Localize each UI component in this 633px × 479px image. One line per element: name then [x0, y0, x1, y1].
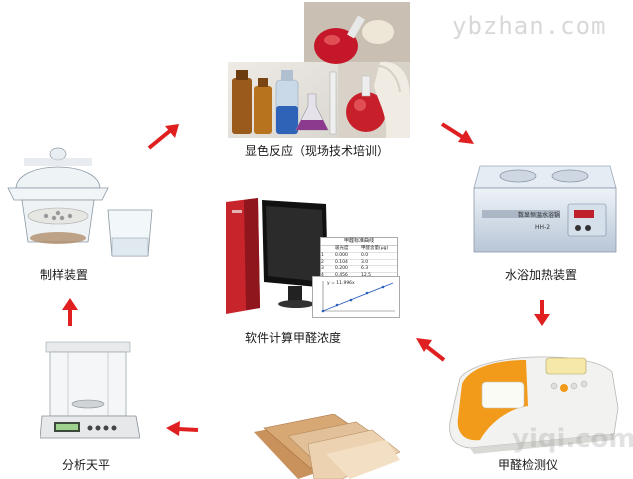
water-bath-image: [470, 160, 620, 260]
table-cell: 2: [321, 259, 324, 265]
sample-prep-image: [2, 138, 162, 258]
chromogenic-reaction-image: [228, 2, 410, 138]
table-header-cell: [321, 246, 335, 252]
table-cell: 0.104: [335, 259, 348, 265]
table-cell: 6.3: [361, 266, 369, 271]
formaldehyde-meter-image: [440, 348, 625, 458]
software-label: 软件计算甲醛浓度: [245, 331, 342, 345]
table-row: 1 0.000 0.0: [321, 252, 397, 259]
arrow-left-icon: [166, 421, 199, 436]
water-bath-model-text: HH-2: [535, 224, 551, 231]
balance-label: 分析天平: [62, 458, 111, 472]
table-cell: 1: [321, 253, 324, 258]
arrow-down-right-icon: [440, 122, 474, 144]
software-chart-equation: y = 11.996x: [327, 281, 355, 286]
arrow-down-icon: [534, 300, 550, 326]
table-header-cell: 吸光度: [335, 246, 349, 251]
sample-prep-label: 制样装置: [40, 268, 89, 282]
table-cell: 3: [321, 266, 324, 271]
table-row: 4 0.456 12.5: [321, 271, 397, 279]
table-cell: 4: [321, 272, 324, 278]
software-computer-image: [214, 190, 404, 320]
table-cell: 12.5: [361, 272, 372, 278]
software-table-header: 吸光度 甲醛含量(μg): [321, 245, 397, 252]
analytical-balance-image: [40, 338, 140, 448]
chromogenic-reaction-label: 显色反应（现场技术培训）: [245, 144, 390, 158]
table-cell: 0.000: [335, 253, 348, 258]
table-cell: 0.200: [335, 266, 348, 271]
watermark-ybzhan: ybzhan.com: [452, 12, 607, 40]
wood-board-samples-image: [254, 414, 400, 479]
watermark-yiqi: yiqi.com: [512, 424, 633, 454]
table-header-cell: 甲醛含量(μg): [361, 246, 389, 251]
water-bath-panel-text: 数显恒温水浴锅: [518, 212, 561, 219]
arrow-up-left-icon: [416, 338, 446, 362]
software-chart: y = 11.996x: [312, 276, 400, 318]
software-table-title: 甲醛标准曲线: [343, 238, 374, 244]
table-cell: 3.0: [361, 259, 369, 265]
table-cell: 0.0: [361, 253, 369, 258]
table-cell: 0.456: [335, 272, 348, 278]
table-row: 2 0.104 3.0: [321, 258, 397, 266]
arrow-up-right-icon: [147, 124, 179, 150]
water-bath-label: 水浴加热装置: [505, 268, 578, 282]
formaldehyde-meter-label: 甲醛检测仪: [498, 458, 559, 472]
arrow-up-icon: [62, 298, 78, 326]
table-row: 3 0.200 6.3: [321, 265, 397, 272]
